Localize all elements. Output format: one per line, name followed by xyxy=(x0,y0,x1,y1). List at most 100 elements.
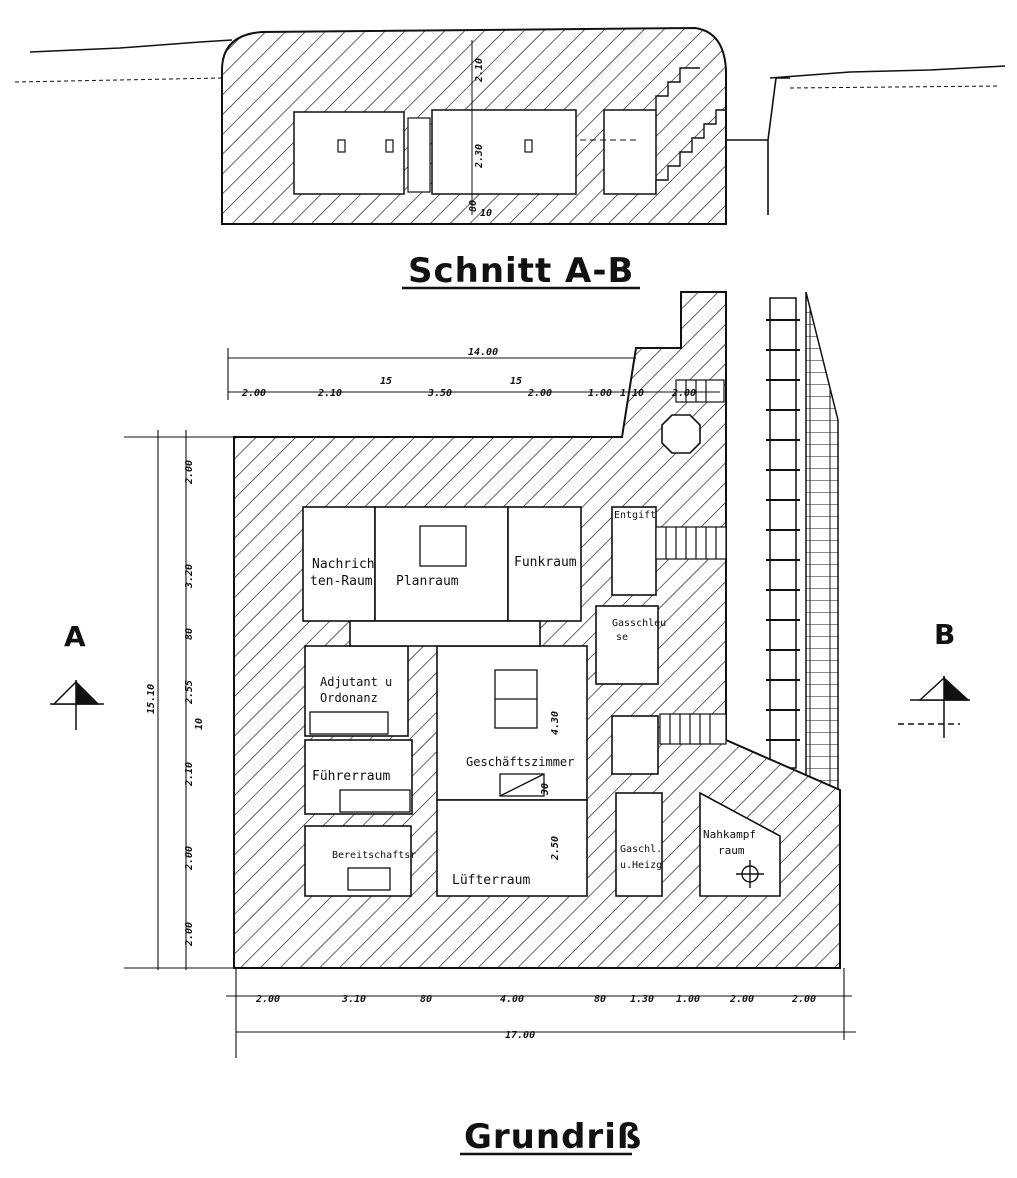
crosshair-icon xyxy=(736,860,764,888)
label-adjutant-2: Ordonanz xyxy=(320,691,378,705)
left-dim-6: 2.10 xyxy=(184,762,195,787)
left-dim-5: 10 xyxy=(194,718,205,730)
room-planraum xyxy=(374,506,509,622)
top-dim-8: 1.10 xyxy=(620,388,644,399)
interior-dim-1: 4.30 xyxy=(550,711,561,735)
ground-line-left xyxy=(29,39,233,53)
left-dim-total: 15.10 xyxy=(146,684,157,714)
bottom-dim-total: 17.00 xyxy=(505,1030,535,1041)
section-view: 2.10 2.30 80 10 Schnitt A-B xyxy=(14,26,1006,291)
section-room-2 xyxy=(431,109,577,195)
room-nachrichten xyxy=(302,506,376,622)
bottom-dim-3: 80 xyxy=(420,994,432,1005)
bottom-dim-8: 2.00 xyxy=(729,994,754,1005)
marker-a-label: A xyxy=(64,620,86,653)
left-dim-7: 2.00 xyxy=(184,846,195,871)
label-gasschleuse-1: Gasschleu xyxy=(612,618,666,629)
bottom-dim-7: 1.00 xyxy=(676,994,700,1005)
interior-dim-2: 2.50 xyxy=(550,836,561,861)
label-nahkampf-2: raum xyxy=(718,844,745,857)
section-stairs xyxy=(655,67,726,194)
section-dim-4: 10 xyxy=(480,208,492,219)
section-room-3 xyxy=(603,109,657,195)
room-luefterraum xyxy=(436,799,588,897)
plan-table xyxy=(419,525,467,567)
bed-adjutant xyxy=(309,711,389,735)
left-dim-2: 3.20 xyxy=(184,564,195,589)
bottom-dim-5: 80 xyxy=(594,994,606,1005)
room-bereitschaft xyxy=(304,825,412,897)
marker-a-icon xyxy=(50,680,104,730)
stairs-upper xyxy=(655,526,727,560)
section-dim-2: 2.30 xyxy=(474,144,485,169)
bed-fuehrer xyxy=(339,789,411,813)
terrain-left xyxy=(14,77,223,83)
trench-post-rungs xyxy=(766,319,800,741)
top-dim-1: 2.00 xyxy=(241,388,266,399)
section-room-1 xyxy=(293,111,405,195)
section-dim-3: 80 xyxy=(468,200,479,212)
label-geschaeftszimmer: Geschäftszimmer xyxy=(466,755,574,769)
section-vent-1 xyxy=(337,139,346,153)
bottom-dim-9: 2.00 xyxy=(791,994,816,1005)
label-bereitschaft: Bereitschaftsr xyxy=(332,850,416,861)
bottom-dim-4: 4.00 xyxy=(500,994,524,1005)
plan-title: Grundriß xyxy=(464,1117,642,1157)
label-entgift: Entgift xyxy=(614,510,656,521)
room-gasschl-heiz xyxy=(615,792,663,897)
left-dim-4: 2.55 xyxy=(184,680,195,705)
top-dim-2: 2.10 xyxy=(317,388,342,399)
label-funkraum: Funkraum xyxy=(514,555,577,570)
top-dim-6: 2.00 xyxy=(527,388,552,399)
label-adjutant-1: Adjutant u xyxy=(320,675,392,689)
section-vent-3 xyxy=(524,139,533,153)
left-dim-1: 2.00 xyxy=(184,460,195,485)
label-nachrichten-2: ten-Raum xyxy=(310,574,373,589)
trench-brick-wall xyxy=(805,291,839,792)
room-geschaeftszimmer xyxy=(436,645,588,801)
left-dimensions xyxy=(124,430,234,970)
bottom-dimensions xyxy=(226,968,856,1058)
stairs-top xyxy=(675,379,725,403)
section-dim-1: 2.10 xyxy=(474,58,485,83)
label-gasschl-heiz-2: u.Heizg xyxy=(620,860,662,871)
terrain-right xyxy=(789,85,1001,89)
trench-post-wall xyxy=(769,297,797,769)
room-fuehrerraum xyxy=(304,739,413,815)
interior-dim-3: 30 xyxy=(540,783,551,796)
room-funkraum xyxy=(507,506,582,622)
left-dim-3: 80 xyxy=(184,628,195,640)
top-dim-3: 15 xyxy=(380,376,392,387)
label-planraum: Planraum xyxy=(396,574,459,589)
top-dim-4: 3.50 xyxy=(427,388,452,399)
label-fuehrerraum: Führerraum xyxy=(312,769,390,784)
room-east-lock xyxy=(611,715,659,775)
octagon-shaft xyxy=(661,414,701,454)
floor-plan: Nachrich ten-Raum Planraum Funkraum Entg… xyxy=(50,291,970,1157)
marker-b-label: B xyxy=(934,618,955,651)
stairs-lower xyxy=(659,713,727,745)
label-nahkampf-1: Nahkampf xyxy=(703,828,756,841)
room-gasschleuse xyxy=(595,605,659,685)
top-dim-7: 1.00 xyxy=(588,388,612,399)
ground-line-right xyxy=(769,65,1006,79)
top-dim-9: 2.00 xyxy=(671,388,696,399)
bottom-dim-2: 3.10 xyxy=(341,994,366,1005)
section-door-1 xyxy=(407,117,431,193)
label-luefterraum: Lüfterraum xyxy=(452,873,530,888)
trench xyxy=(726,77,790,215)
room-nahkampf xyxy=(699,791,781,897)
label-gasschleuse-2: se xyxy=(616,632,628,643)
bottom-dim-1: 2.00 xyxy=(255,994,280,1005)
marker-b-icon xyxy=(898,676,970,738)
left-dim-8: 2.00 xyxy=(184,922,195,947)
top-dim-5: 15 xyxy=(510,376,522,387)
bottom-dim-6: 1.30 xyxy=(630,994,654,1005)
label-gasschl-heiz-1: Gaschl. xyxy=(620,844,662,855)
section-title: Schnitt A-B xyxy=(408,251,634,291)
fan-unit xyxy=(499,773,545,797)
top-dimensions xyxy=(227,348,720,400)
top-dim-total: 14.00 xyxy=(468,347,498,358)
corridor-upper xyxy=(349,620,541,647)
